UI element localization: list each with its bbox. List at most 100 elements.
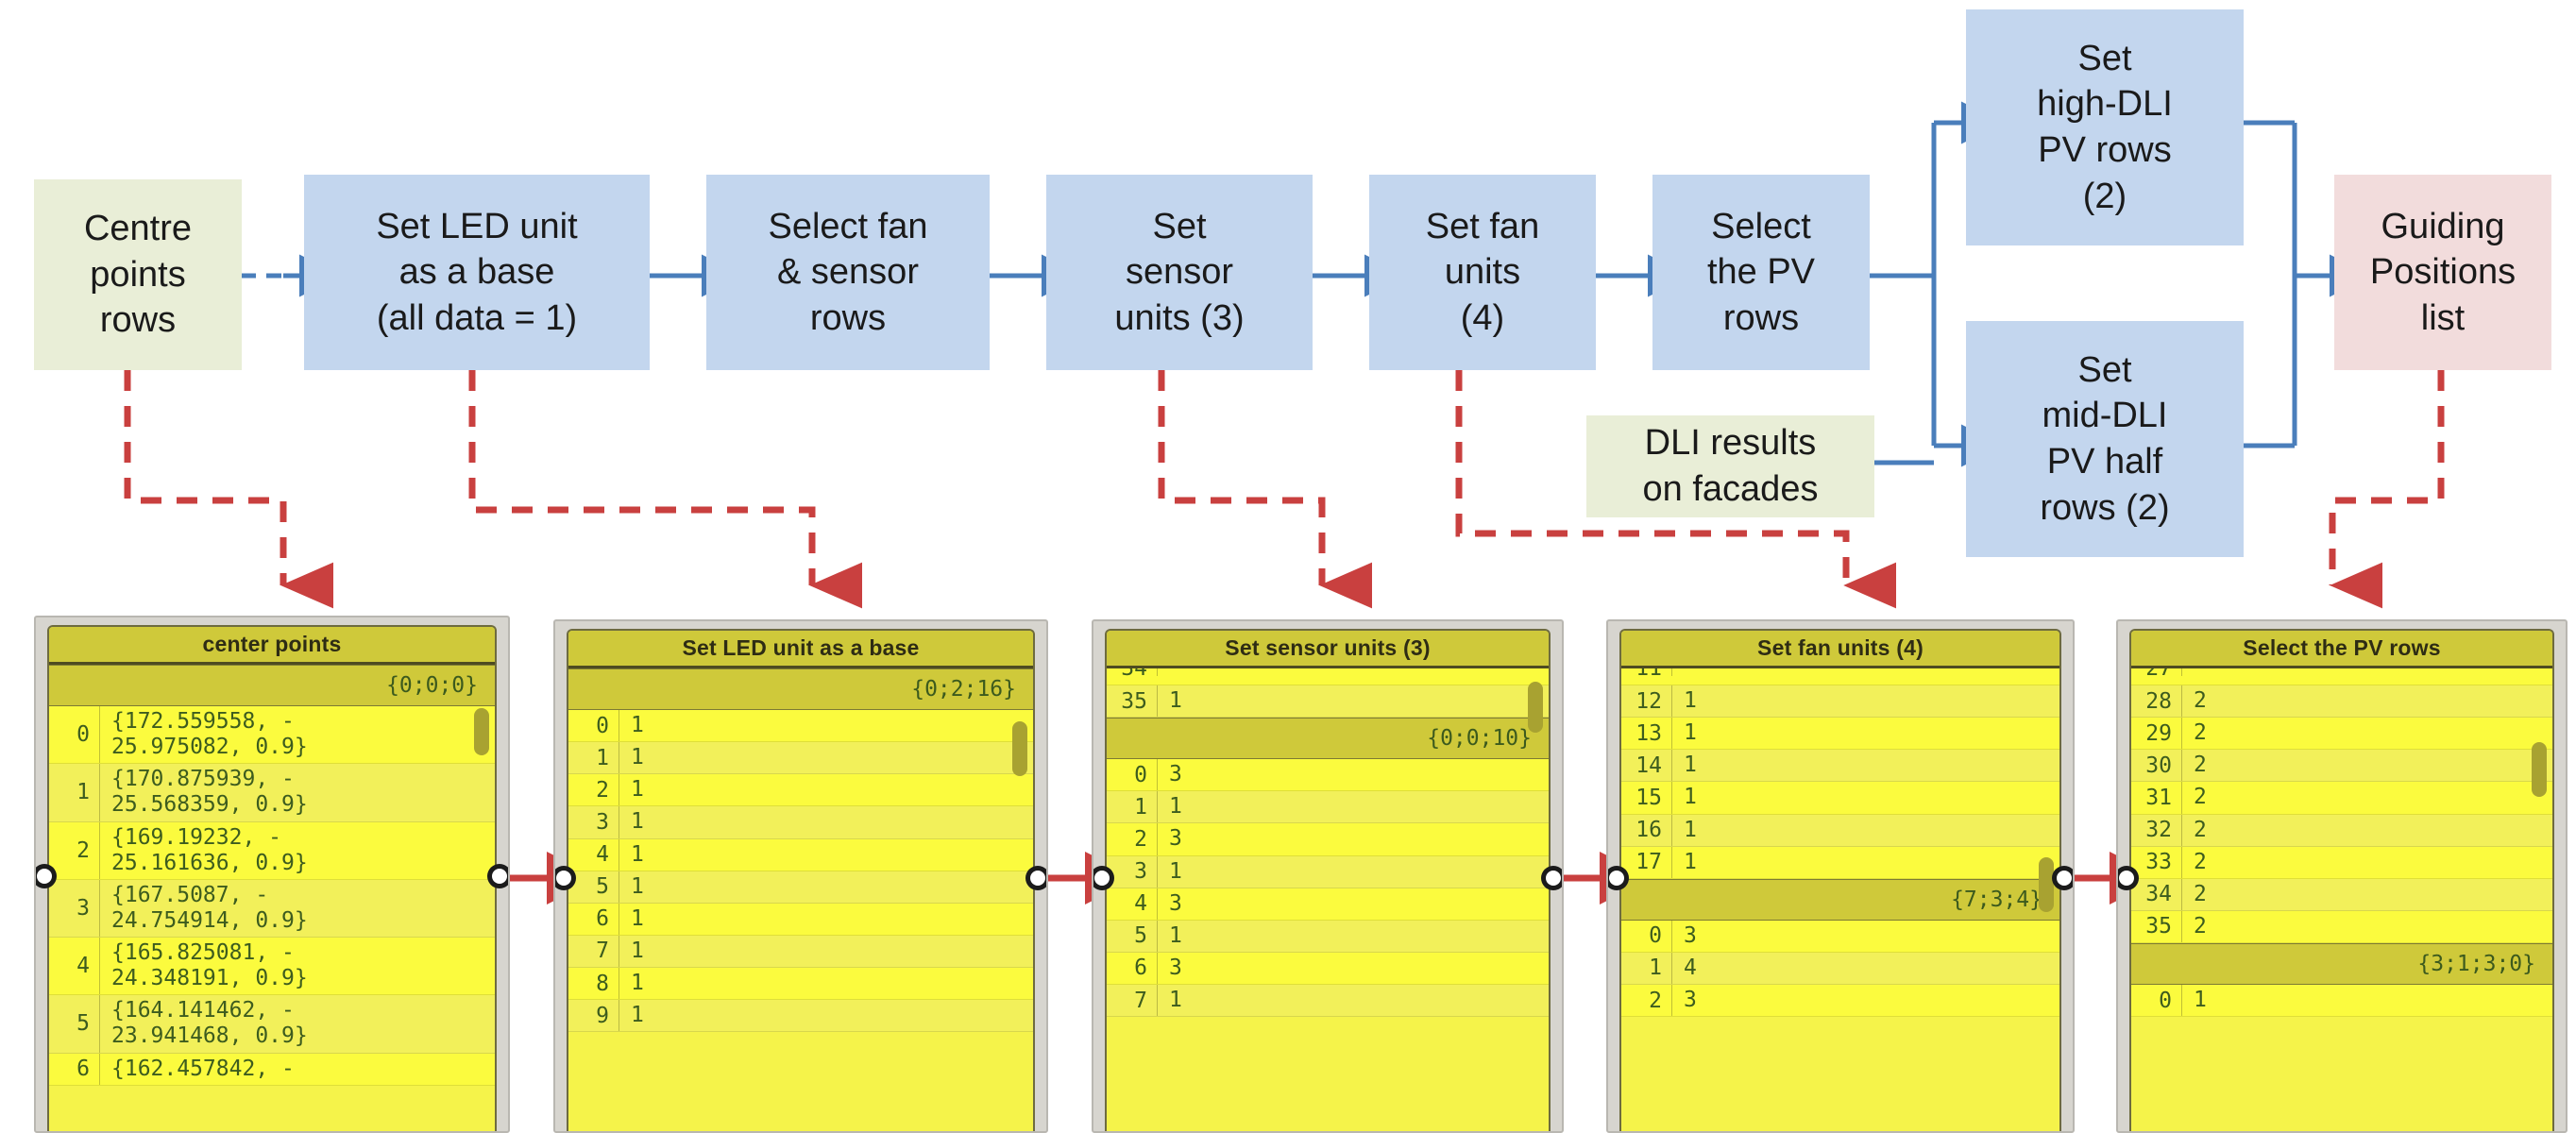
row-value: 1 [631, 841, 644, 867]
table-row: 272 [2131, 668, 2552, 685]
row-index: 2 [568, 774, 619, 806]
row-value: 2 [2194, 849, 2207, 874]
row-value: 1 [631, 873, 644, 899]
flow-box-select-fan-sensor-rows[interactable]: Select fan & sensor rows [706, 175, 990, 370]
flow-box-centre-points-rows[interactable]: Centre points rows [34, 179, 242, 370]
flow-box-select-the-pv-rows[interactable]: Select the PV rows [1652, 175, 1870, 370]
row-value: 1 [1169, 922, 1182, 948]
row-index: 7 [1107, 985, 1158, 1017]
panel-body: Select the PV rows2722822923023123223323… [2129, 629, 2554, 1131]
input-connector-nub[interactable] [2118, 866, 2139, 890]
flow-box-set-high-dli-pv-rows[interactable]: Set high-DLI PV rows (2) [1966, 9, 2244, 245]
flow-box-set-led-unit-as-a-base[interactable]: Set LED unit as a base (all data = 1) [304, 175, 650, 370]
row-value: 1 [1684, 720, 1697, 746]
table-row: 0{172.559558, - 25.975082, 0.9} [49, 706, 495, 765]
input-connector-nub[interactable] [1093, 866, 1114, 890]
panel-scrollbar-thumb[interactable] [1528, 682, 1543, 733]
row-value: 1 [1684, 688, 1697, 713]
row-index: 35 [2131, 910, 2182, 942]
row-value: 1 [1169, 794, 1182, 820]
output-connector-nub[interactable] [487, 864, 508, 888]
row-index: 3 [49, 879, 100, 937]
data-path-header: {0;2;16} [568, 668, 1033, 710]
row-index: 14 [1621, 750, 1672, 782]
row-value: 2 [2194, 881, 2207, 906]
data-panel-set-sensor-units-3[interactable]: Set sensor units (3)341351{0;0;10}031123… [1092, 619, 1564, 1133]
row-value: {165.825081, - 24.348191, 0.9} [111, 940, 308, 991]
row-index: 8 [568, 968, 619, 1000]
panel-body: Set sensor units (3)341351{0;0;10}031123… [1105, 629, 1551, 1131]
panel-scrollbar-thumb[interactable] [2039, 857, 2054, 912]
row-value: 1 [1158, 668, 1182, 676]
row-value: 1 [1684, 817, 1697, 842]
input-connector-nub[interactable] [36, 864, 57, 888]
row-index: 12 [1621, 685, 1672, 718]
panel-title: center points [49, 627, 495, 665]
flow-box-set-sensor-units[interactable]: Set sensor units (3) [1046, 175, 1313, 370]
row-value: 1 [1169, 858, 1182, 884]
row-value: 1 [1684, 785, 1697, 810]
row-value: 2 [2194, 785, 2207, 810]
row-value: 1 [1684, 849, 1697, 874]
row-index: 6 [49, 1053, 100, 1085]
row-index: 5 [49, 995, 100, 1053]
table-row: 4{165.825081, - 24.348191, 0.9} [49, 938, 495, 996]
row-value: 3 [1169, 955, 1182, 980]
flow-box-guiding-positions-list[interactable]: Guiding Positions list [2334, 175, 2551, 370]
row-value: 2 [2194, 913, 2207, 939]
panel-body: Set fan units (4)111121131141151161171{7… [1619, 629, 2061, 1131]
row-index: 3 [568, 806, 619, 838]
row-value: 1 [1169, 688, 1182, 713]
input-connector-nub[interactable] [555, 866, 576, 890]
row-value: 2 [2194, 817, 2207, 842]
input-connector-nub[interactable] [1608, 866, 1629, 890]
row-index: 28 [2131, 685, 2182, 718]
row-value: 3 [1684, 988, 1697, 1012]
row-value: 2 [2182, 668, 2207, 676]
row-index: 27 [2131, 668, 2182, 681]
table-row: 111 [1621, 668, 2059, 685]
table-row: 12 1 [1621, 685, 2059, 719]
panel-scrollbar-thumb[interactable] [1012, 721, 1027, 776]
panel-rows: {0;0;0}0{172.559558, - 25.975082, 0.9}1{… [49, 665, 495, 1086]
row-index: 17 [1621, 846, 1672, 878]
output-connector-nub[interactable] [2052, 866, 2073, 890]
row-value: 2 [2194, 720, 2207, 746]
row-index: 34 [2131, 878, 2182, 910]
flow-box-dli-results-on-facades[interactable]: DLI results on facades [1586, 415, 1874, 517]
output-connector-nub[interactable] [1541, 866, 1562, 890]
flow-box-set-fan-units[interactable]: Set fan units (4) [1369, 175, 1596, 370]
row-index: 0 [568, 710, 619, 742]
row-index: 34 [1107, 668, 1158, 681]
row-value: 1 [631, 777, 644, 803]
row-value: 4 [1684, 955, 1697, 980]
data-panel-set-fan-units-4[interactable]: Set fan units (4)111121131141151161171{7… [1606, 619, 2075, 1133]
output-connector-nub[interactable] [1025, 866, 1046, 890]
panel-scrollbar-thumb[interactable] [474, 708, 489, 755]
table-row: 6{162.457842, - [49, 1053, 495, 1086]
data-panel-center-points[interactable]: center points{0;0;0}0{172.559558, - 25.9… [34, 616, 510, 1133]
panel-scrollbar-thumb[interactable] [2532, 742, 2547, 797]
flow-box-set-mid-dli-pv-half-rows[interactable]: Set mid-DLI PV half rows (2) [1966, 321, 2244, 557]
data-path-header: {3;1;3;0} [2131, 943, 2552, 985]
data-panel-select-the-pv-rows[interactable]: Select the PV rows2722822923023123223323… [2116, 619, 2568, 1133]
